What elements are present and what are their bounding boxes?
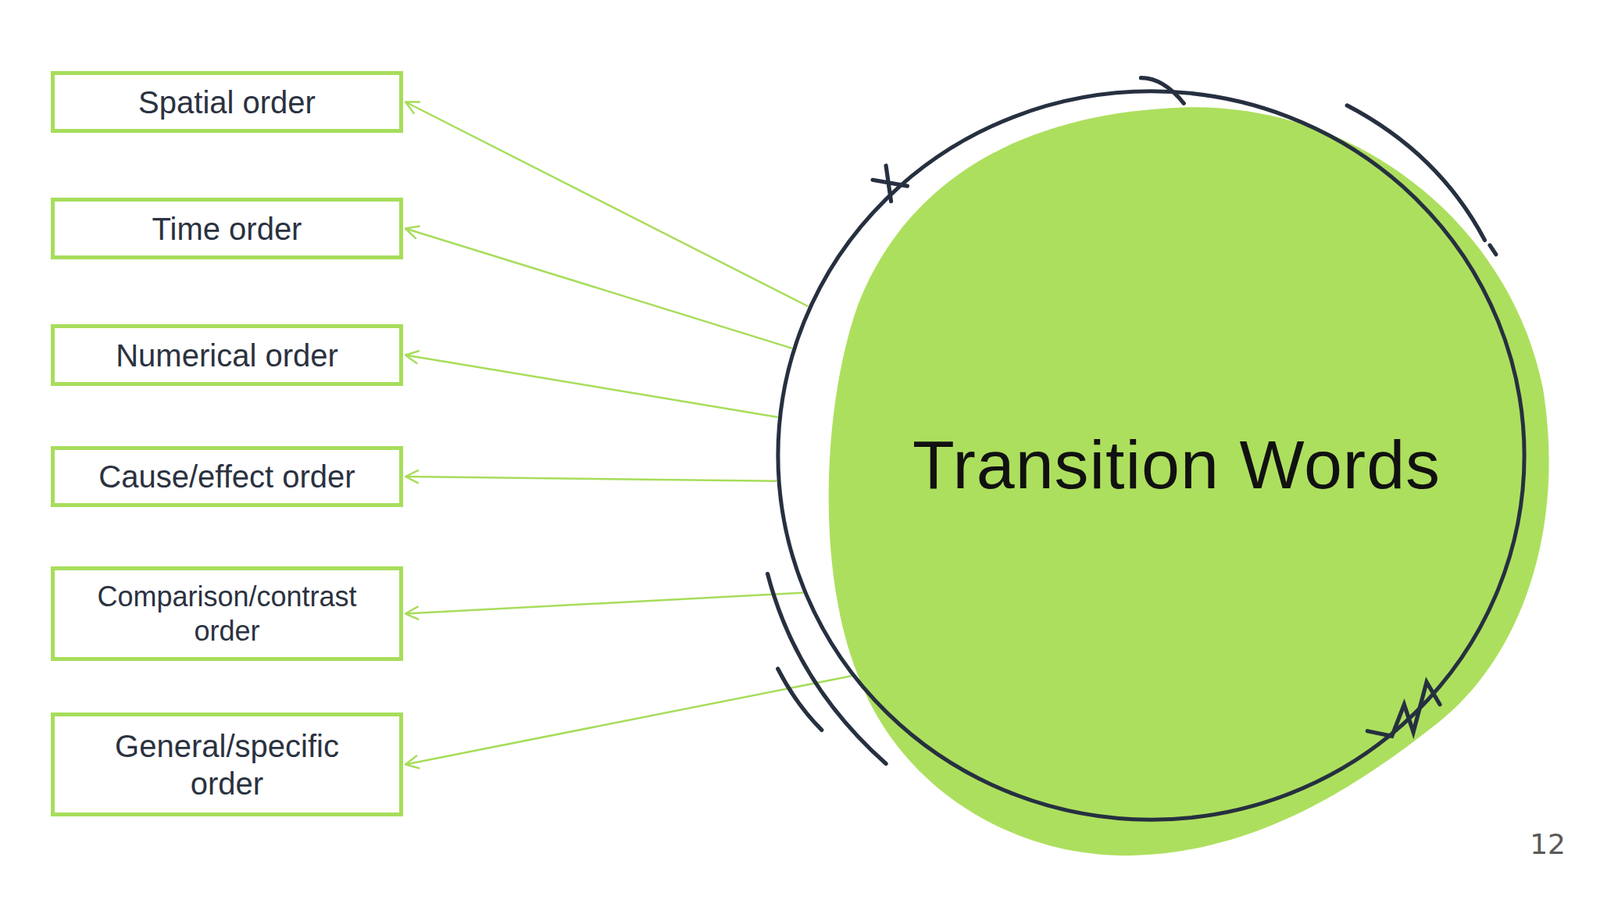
connector-line: [405, 228, 793, 349]
outer-arc: [778, 668, 822, 730]
circle-outline: [778, 91, 1525, 820]
connector-line: [405, 592, 804, 615]
category-label: Comparison/contrast order: [86, 579, 368, 647]
arrowhead: [405, 470, 418, 483]
arrowhead: [405, 102, 420, 114]
connector-arrow: [405, 226, 793, 349]
topic-circle: Transition Words: [775, 89, 1527, 822]
connector-line: [405, 102, 809, 308]
arrowhead: [405, 607, 418, 620]
category-label: Spatial order: [138, 83, 316, 122]
outer-dash: [1489, 245, 1497, 255]
outer-arc: [767, 574, 886, 765]
category-label: Time order: [152, 210, 303, 248]
arrowhead: [405, 350, 419, 364]
category-box: Time order: [50, 197, 404, 260]
outer-arc: [1346, 105, 1485, 240]
category-label: Numerical order: [115, 336, 339, 375]
connector-arrow: [405, 675, 852, 768]
sketch-strokes: [767, 78, 1497, 765]
connector-arrow: [405, 102, 809, 308]
zigzag-mark: [1367, 682, 1440, 736]
arrowhead: [405, 226, 420, 239]
page-number: 12: [1529, 828, 1566, 861]
category-box: General/specific order: [50, 712, 404, 817]
category-box: Comparison/contrast order: [50, 566, 404, 661]
topic-title: Transition Words: [912, 427, 1441, 504]
arrowhead: [405, 756, 419, 769]
green-blob: [828, 107, 1550, 856]
category-box: Cause/effect order: [50, 446, 404, 508]
connector-line: [405, 675, 852, 765]
connector-arrow: [405, 350, 779, 418]
connector-line: [405, 355, 779, 418]
category-box: Spatial order: [50, 71, 404, 133]
category-label: Cause/effect order: [98, 457, 355, 496]
connector-arrow: [405, 470, 777, 483]
connector-line: [405, 476, 777, 482]
connector-arrow: [405, 592, 804, 620]
category-label: General/specific order: [86, 727, 368, 803]
category-box: Numerical order: [50, 324, 404, 386]
